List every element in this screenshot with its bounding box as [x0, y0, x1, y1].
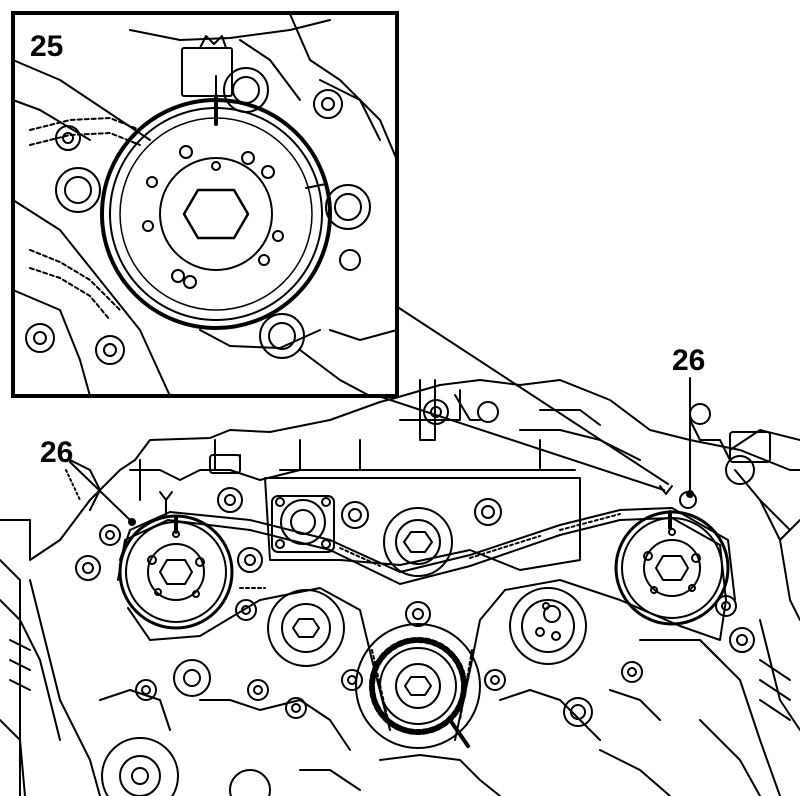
- inset-leader-lines: [377, 305, 669, 491]
- misc-bolts: [75, 399, 771, 796]
- cover-panel: [264, 439, 581, 571]
- callout-25: 25: [30, 30, 63, 63]
- callout-26-right-leader: [686, 377, 694, 498]
- left-edge-detail: [0, 459, 101, 796]
- cover-bolts: [217, 487, 502, 553]
- belt-tensioner: [509, 587, 587, 665]
- crankshaft-sprocket: [355, 601, 481, 749]
- right-edge-detail: [599, 499, 791, 796]
- left-idler-pulley: [267, 589, 345, 667]
- callout-26-left: 26: [40, 436, 73, 469]
- callout-26-right: 26: [672, 344, 705, 377]
- right-cam-sprocket: [614, 485, 730, 626]
- engine-block: [0, 379, 800, 796]
- inset-detail: [11, 11, 399, 398]
- callout-26-left-leader: [69, 461, 136, 526]
- upper-idler-pulley: [383, 507, 453, 577]
- timing-belt: [117, 507, 736, 741]
